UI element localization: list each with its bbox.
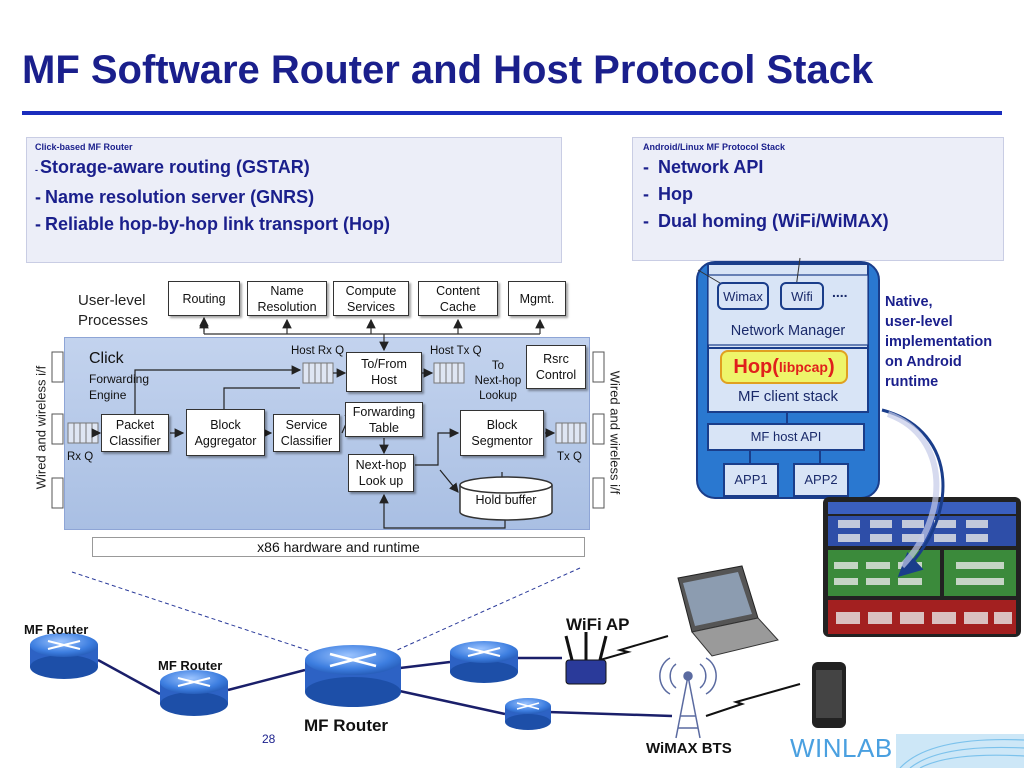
stack-features-heading: Android/Linux MF Protocol Stack	[643, 142, 786, 152]
click-label: Click	[89, 350, 124, 367]
user-level-label: User-level Processes	[78, 292, 149, 329]
hold-buffer-label: Hold buffer	[475, 493, 537, 507]
hold-buffer-cylinder	[459, 476, 553, 521]
routing-module: Routing	[168, 281, 240, 316]
wifi-ap-label: WiFi AP	[566, 615, 630, 634]
laptop-icon	[677, 565, 779, 657]
slide-title: MF Software Router and Host Protocol Sta…	[22, 48, 874, 92]
title-underline	[22, 111, 1002, 115]
wimax-interface: Wimax	[717, 282, 769, 310]
page-number: 28	[262, 732, 276, 746]
feature-item-dual-homing: - Dual homing (WiFi/WiMAX)	[643, 211, 889, 231]
native-implementation-note: Native, user-level implementation on And…	[885, 294, 993, 390]
mf-router-left-icon	[30, 633, 98, 679]
mf-router-label-middle: MF Router	[158, 658, 223, 673]
feature-item-gnrs: -Name resolution server (GNRS)	[35, 187, 315, 207]
feature-item-gstar: -Storage-aware routing (GSTAR)	[35, 157, 310, 177]
wifi-ap-icon	[564, 632, 608, 685]
wimax-bts-label: WiMAX BTS	[646, 740, 732, 757]
more-interfaces-dots: ....	[832, 284, 848, 300]
mf-router-main-icon	[305, 645, 401, 707]
app2-label: APP2	[804, 472, 838, 487]
network-manager-label: Network Manager	[730, 323, 846, 339]
rx-q-label: Rx Q	[67, 451, 94, 463]
app1-label: APP1	[734, 472, 768, 487]
mf-router-label-left: MF Router	[24, 622, 89, 637]
wired-wireless-left-label: Wired and wireless i/f	[33, 365, 49, 490]
wimax-bts-icon	[659, 657, 717, 739]
router-features-heading: Click-based MF Router	[35, 142, 133, 152]
mf-host-api-label: MF host API	[750, 429, 822, 444]
winlab-logo: WINLAB	[790, 733, 893, 763]
hardware-runtime-bar: x86 hardware and runtime	[92, 537, 585, 557]
stack-features-box: Android/Linux MF Protocol Stack - Networ…	[632, 137, 1004, 261]
mf-router-middle-icon	[160, 670, 228, 716]
tx-q-label: Tx Q	[557, 451, 582, 463]
mf-router-right-bottom-icon	[505, 698, 551, 730]
forwarding-engine-label: Forwarding Engine	[89, 372, 150, 402]
mf-router-right-top-icon	[450, 641, 518, 683]
to-next-hop-lookup-label: To Next-hop Lookup	[474, 360, 522, 402]
feature-item-network-api: - Network API	[643, 157, 764, 177]
hop-libpcap-block: Hop(libpcap)	[720, 350, 848, 384]
host-rx-q-label: Host Rx Q	[291, 345, 345, 357]
mgmt-module: Mgmt.	[508, 281, 566, 316]
host-tx-q-label: Host Tx Q	[430, 345, 482, 357]
smartphone-icon	[812, 662, 846, 728]
wired-wireless-right-label: Wired and wireless i/f	[607, 370, 623, 495]
android-architecture-image	[823, 497, 1021, 637]
mf-router-label-main: MF Router	[304, 716, 389, 735]
feature-item-hop: -Reliable hop-by-hop link transport (Hop…	[35, 214, 390, 234]
mf-client-stack-label: MF client stack	[737, 388, 839, 405]
wifi-interface: Wifi	[780, 282, 824, 310]
router-features-box: Click-based MF Router -Storage-aware rou…	[26, 137, 562, 263]
feature-item-hop-stack: - Hop	[643, 184, 694, 204]
